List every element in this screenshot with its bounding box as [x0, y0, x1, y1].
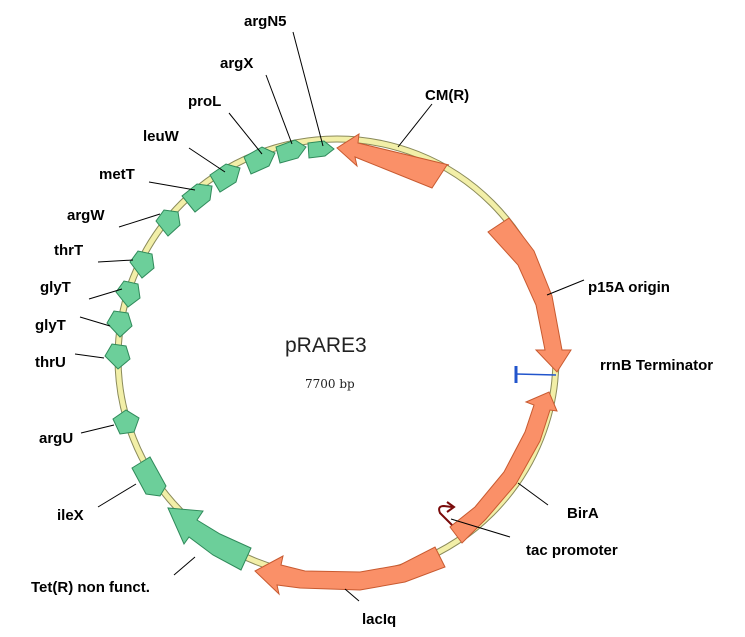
glyt-2-arrow[interactable] — [106, 310, 133, 338]
plasmid-size: 7700 bp — [305, 377, 355, 391]
ilex-arrow[interactable] — [131, 456, 167, 497]
argx-arrow[interactable] — [275, 139, 307, 164]
label-p15a-origin: p15A origin — [588, 279, 670, 296]
label-leader-lines — [74, 31, 585, 602]
plasmid-name: pRARE3 — [285, 334, 367, 357]
label-tac-promoter: tac promoter — [526, 542, 618, 559]
label-glyt-2: glyT — [35, 317, 66, 334]
feature-labels: argN5 argX proL leuW metT argW thrT glyT… — [31, 13, 713, 628]
label-glyt-1: glyT — [40, 279, 71, 296]
laciq-gene-arrow[interactable] — [254, 546, 446, 596]
glyt-1-arrow[interactable] — [115, 280, 141, 308]
trna-markers — [104, 139, 335, 497]
label-argn5: argN5 — [244, 13, 287, 30]
tetr-gene-arrow[interactable] — [167, 507, 252, 571]
tac-promoter-marker[interactable] — [438, 501, 456, 526]
label-thru: thrU — [35, 354, 66, 371]
argn5-arrow[interactable] — [307, 140, 335, 159]
leuw-arrow[interactable] — [209, 163, 241, 193]
prol-arrow[interactable] — [243, 146, 276, 175]
thrt-arrow[interactable] — [129, 250, 155, 279]
thru-arrow[interactable] — [104, 343, 131, 370]
label-laciq: lacIq — [362, 611, 396, 628]
argw-arrow[interactable] — [155, 209, 181, 237]
mett-arrow[interactable] — [181, 183, 213, 213]
label-leuw: leuW — [143, 128, 180, 145]
label-argu: argU — [39, 430, 73, 447]
label-cmr: CM(R) — [425, 87, 469, 104]
argu-arrow[interactable] — [112, 409, 140, 435]
rrnb-terminator-marker[interactable] — [514, 366, 557, 383]
label-ilex: ileX — [57, 507, 84, 524]
label-argx: argX — [220, 55, 253, 72]
label-bira: BirA — [567, 505, 599, 522]
bira-gene-arrow[interactable] — [449, 391, 558, 544]
label-prol: proL — [188, 93, 221, 110]
label-rrnb-terminator: rrnB Terminator — [600, 357, 713, 374]
cmr-gene-arrow[interactable] — [336, 133, 450, 189]
label-tetr-non-funct: Tet(R) non funct. — [31, 579, 150, 596]
label-argw: argW — [67, 207, 105, 224]
label-thrt: thrT — [54, 242, 83, 259]
p15a-origin-arrow[interactable] — [487, 217, 572, 373]
label-mett: metT — [99, 166, 135, 183]
